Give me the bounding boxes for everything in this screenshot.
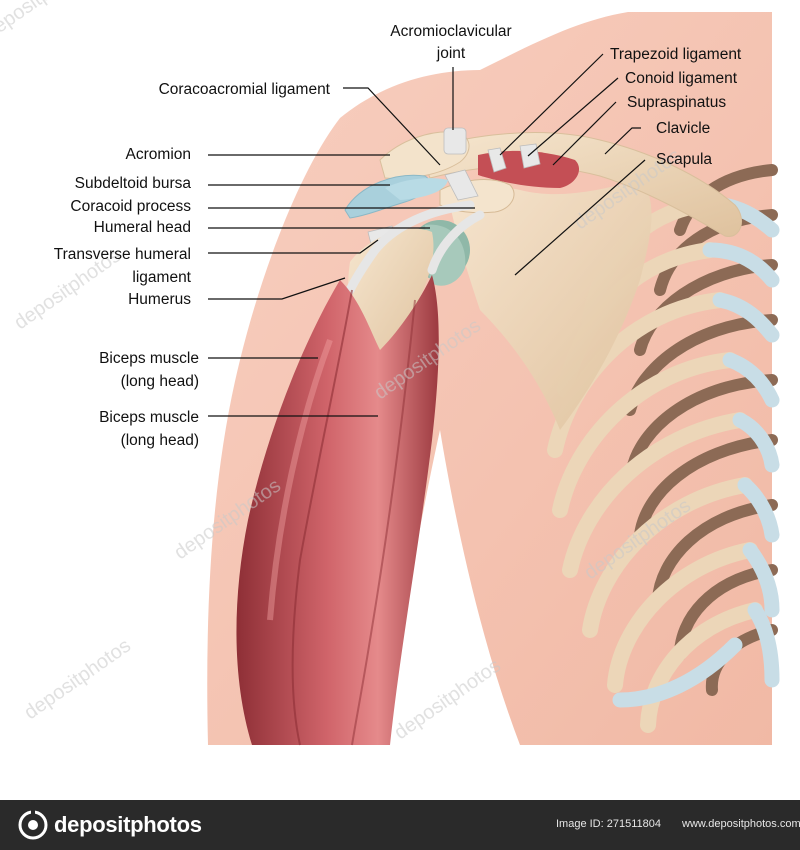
label-subdeltoid-bursa: Subdeltoid bursa — [75, 175, 192, 192]
label-transverse-humeral-ligament: Transverse humeral — [54, 246, 191, 263]
brand-name: depositphotos — [54, 812, 202, 837]
costal-cartilage — [612, 196, 780, 708]
label-acromioclavicular-joint: Acromioclavicular — [390, 23, 511, 40]
label-supraspinatus: Supraspinatus — [627, 94, 726, 111]
label-coracoacromial-ligament: Coracoacromial ligament — [159, 81, 331, 98]
image-id: Image ID: 271511804 — [556, 818, 661, 830]
depositphotos-logo-icon — [18, 810, 48, 840]
label-acromioclavicular-joint-line2: joint — [436, 45, 466, 62]
label-scapula: Scapula — [656, 151, 712, 168]
label-coracoid-process: Coracoid process — [70, 198, 191, 215]
ligaments — [367, 127, 541, 249]
biceps-tendons — [345, 200, 485, 295]
leader-lines — [208, 53, 646, 417]
label-acromion: Acromion — [126, 146, 191, 163]
label-biceps-muscle-1-line2: (long head) — [121, 373, 199, 390]
label-conoid-ligament: Conoid ligament — [625, 70, 738, 87]
label-biceps-muscle-2: Biceps muscle — [99, 409, 199, 426]
shoulder-anatomy-figure: depositphotos depositphotos depositphoto… — [0, 0, 780, 746]
label-biceps-muscle-2-line2: (long head) — [121, 432, 199, 449]
brand-logo[interactable]: depositphotos — [18, 810, 202, 840]
watermark-text: depositphotos — [390, 655, 505, 744]
subdeltoid-bursa — [344, 174, 448, 219]
footer-bar: depositphotos Image ID: 271511804 www.de… — [0, 800, 800, 850]
watermark-text: depositphotos — [0, 0, 95, 44]
labels: Acromioclavicular joint Coracoacromial l… — [54, 23, 742, 449]
label-humeral-head: Humeral head — [94, 219, 191, 236]
label-trapezoid-ligament: Trapezoid ligament — [610, 46, 742, 63]
watermark-text: depositphotos — [20, 635, 135, 724]
label-biceps-muscle-1: Biceps muscle — [99, 350, 199, 367]
label-clavicle: Clavicle — [656, 120, 710, 137]
label-humerus: Humerus — [128, 291, 191, 308]
label-transverse-humeral-ligament-line2: ligament — [132, 269, 191, 286]
site-url-link[interactable]: www.depositphotos.com — [682, 818, 800, 830]
biceps-muscle — [236, 275, 439, 746]
scapula-bone — [450, 180, 652, 430]
